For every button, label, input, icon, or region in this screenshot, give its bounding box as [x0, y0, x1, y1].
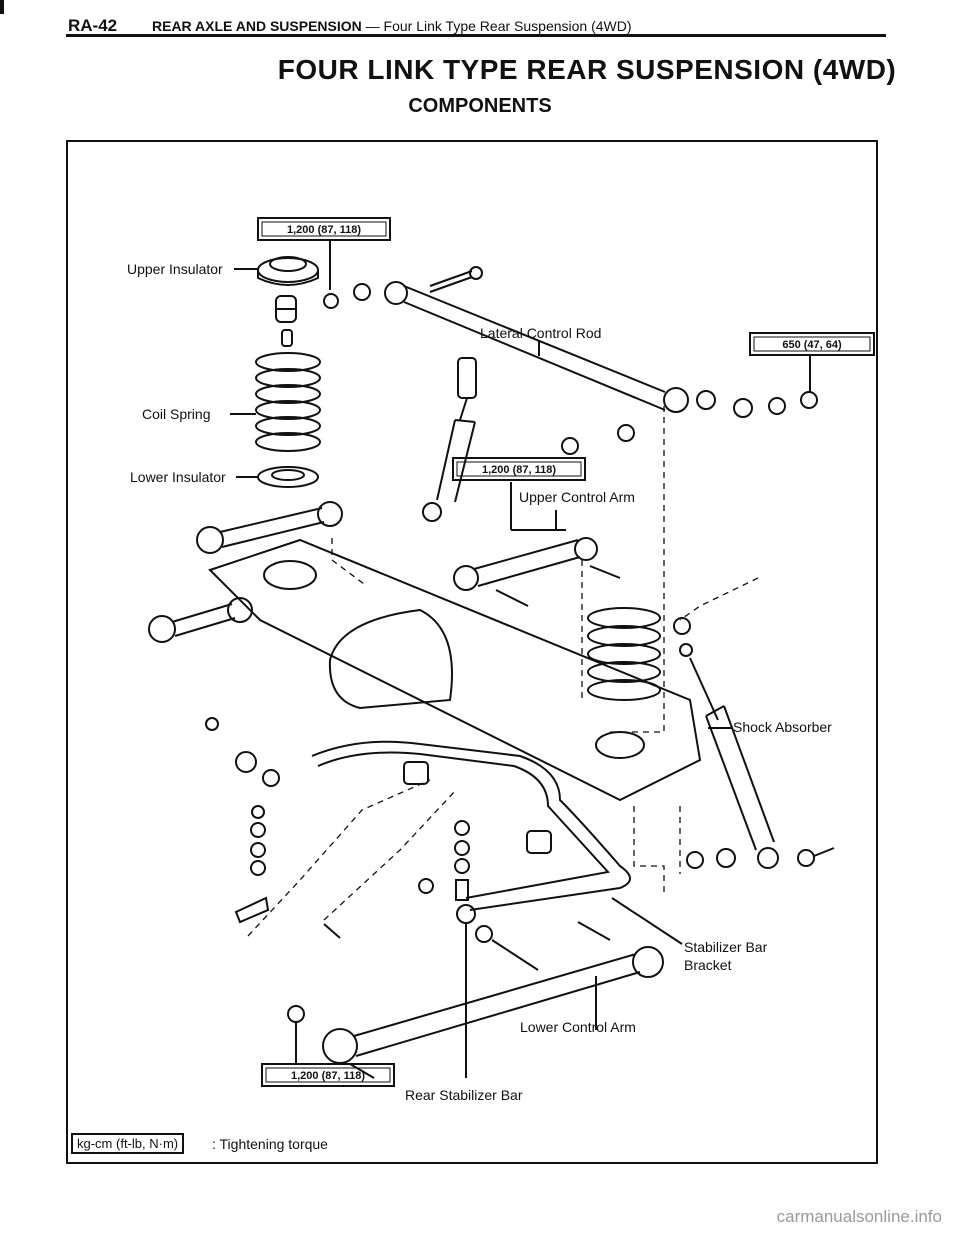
header-section: REAR AXLE AND SUSPENSION [152, 18, 362, 34]
torque-lower-arm: 1,200 (87, 118) [291, 1070, 365, 1082]
header-title: REAR AXLE AND SUSPENSION — Four Link Typ… [152, 18, 632, 34]
upper-insulator-part [257, 256, 319, 286]
shock-absorber-right [673, 617, 835, 869]
header-subsection: — Four Link Type Rear Suspension (4WD) [365, 18, 632, 34]
axle-housing [208, 538, 702, 802]
lower-insulator-part [257, 466, 319, 488]
page-corner-mark [0, 0, 4, 14]
watermark: carmanualsonline.info [776, 1207, 942, 1226]
torque-box-upper-insulator: 1,200 (87, 118) [257, 217, 391, 241]
legend-unit-box: kg-cm (ft-lb, N·m) [71, 1133, 185, 1154]
page-subtitle: COMPONENTS [408, 95, 552, 117]
label-upper-control-arm: Upper Control Arm [519, 489, 635, 505]
coil-spring-right [587, 607, 661, 701]
diagram-frame [66, 140, 878, 1164]
lower-control-arm-part [322, 946, 664, 1064]
left-lower-arm-bush [148, 597, 253, 643]
torque-lateral-rod: 650 (47, 64) [782, 339, 842, 351]
lateral-control-rod-part [384, 266, 689, 413]
torque-box-lower-arm: 1,200 (87, 118) [261, 1063, 395, 1087]
coil-spring-left [255, 352, 321, 452]
torque-box-lateral-rod: 650 (47, 64) [749, 332, 875, 356]
upper-control-arm-part [453, 537, 598, 591]
page-header: RA-42 REAR AXLE AND SUSPENSION — Four Li… [68, 14, 878, 40]
page-code: RA-42 [68, 16, 118, 35]
stabilizer-bar-part [311, 740, 631, 1078]
torque-upper-arm: 1,200 (87, 118) [482, 464, 556, 476]
legend-text: : Tightening torque [212, 1136, 328, 1152]
torque-box-upper-arm: 1,200 (87, 118) [452, 457, 586, 481]
label-bracket: Bracket [684, 957, 732, 973]
label-rear-stabilizer-bar: Rear Stabilizer Bar [405, 1087, 523, 1103]
torque-upper-insulator: 1,200 (87, 118) [287, 224, 361, 236]
shock-absorber-left [422, 357, 477, 522]
label-lower-insulator: Lower Insulator [130, 469, 226, 485]
bump-stopper-part [275, 295, 297, 347]
page-title: FOUR LINK TYPE REAR SUSPENSION (4WD) [277, 54, 897, 85]
left-upper-arm [196, 501, 343, 554]
label-coil-spring: Coil Spring [142, 406, 210, 422]
label-shock-absorber: Shock Absorber [733, 719, 832, 735]
label-lateral-control-rod: Lateral Control Rod [480, 325, 601, 341]
label-stabilizer-bar: Stabilizer Bar [684, 939, 768, 955]
header-rule [66, 34, 886, 37]
label-upper-insulator: Upper Insulator [127, 261, 223, 277]
label-lower-control-arm: Lower Control Arm [520, 1019, 636, 1035]
